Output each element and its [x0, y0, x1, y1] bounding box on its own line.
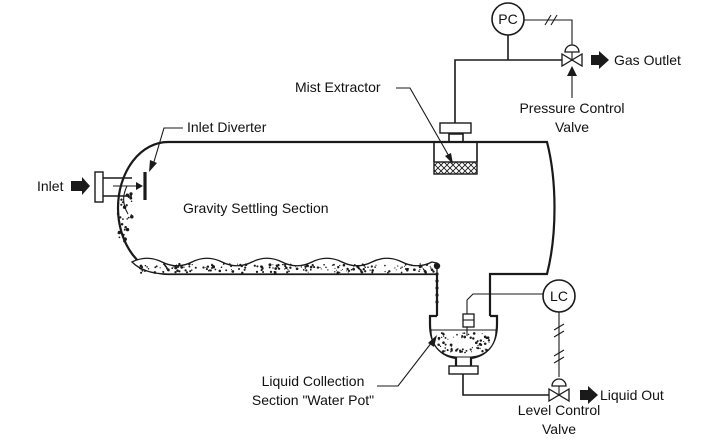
- overflow-drop: [433, 262, 441, 270]
- pressure-controller-tag: PC: [498, 11, 517, 27]
- water-pot: [428, 314, 499, 375]
- level-valve-body-right: [557, 387, 570, 403]
- inlet-nozzle: Inlet: [37, 171, 132, 203]
- pot-liquid-stipple: [437, 332, 491, 354]
- pot-outlet-flange: [448, 365, 479, 375]
- drip-dots: [435, 272, 439, 304]
- separator-vessel: [116, 140, 556, 316]
- gas-outlet-label: Gas Outlet: [614, 52, 681, 68]
- pressure-control-label-line2: Valve: [555, 119, 589, 135]
- pressure-valve-body-left: [561, 52, 574, 68]
- level-valve-body-left: [548, 387, 561, 403]
- mesh-pad: [433, 161, 478, 175]
- liquid-layer: [116, 192, 441, 304]
- gas-outlet-flange: [439, 122, 472, 134]
- mist-extractor: Mist Extractor: [295, 79, 478, 175]
- inlet-arrow-icon: [71, 177, 90, 195]
- level-valve-actuator: [551, 378, 567, 387]
- level-controller-tag: LC: [550, 288, 568, 304]
- pressure-valve-body-right: [570, 52, 583, 68]
- pressure-control-label-line1: Pressure Control: [519, 100, 624, 116]
- gravity-settling-label: Gravity Settling Section: [183, 200, 329, 216]
- liquid-collection-label-line1: Liquid Collection: [262, 373, 365, 389]
- inlet-diverter: Inlet Diverter: [113, 119, 267, 215]
- pressure-valve-pointer: [567, 66, 577, 76]
- inlet-flange: [94, 171, 104, 203]
- mist-extractor-label: Mist Extractor: [295, 79, 381, 95]
- gas-outlet-line: PC Gas Outlet Pressure Control Valve: [454, 2, 681, 135]
- inlet-diverter-label: Inlet Diverter: [187, 119, 267, 135]
- level-control-label-line2: Valve: [542, 421, 576, 437]
- gas-outlet-arrow-icon: [591, 51, 609, 69]
- water-pot-callout: Liquid Collection Section "Water Pot": [252, 335, 437, 408]
- liquid-stipple: [116, 192, 436, 275]
- inlet-label: Inlet: [37, 178, 64, 194]
- liquid-collection-label-line2: Section "Water Pot": [252, 392, 374, 408]
- level-control: LC Liquid Out Level Control Valve: [462, 279, 664, 437]
- pressure-valve-actuator: [564, 44, 580, 53]
- liquid-out-label: Liquid Out: [600, 387, 664, 403]
- level-control-label-line1: Level Control: [518, 402, 601, 418]
- liquid-out-arrow-icon: [580, 386, 598, 404]
